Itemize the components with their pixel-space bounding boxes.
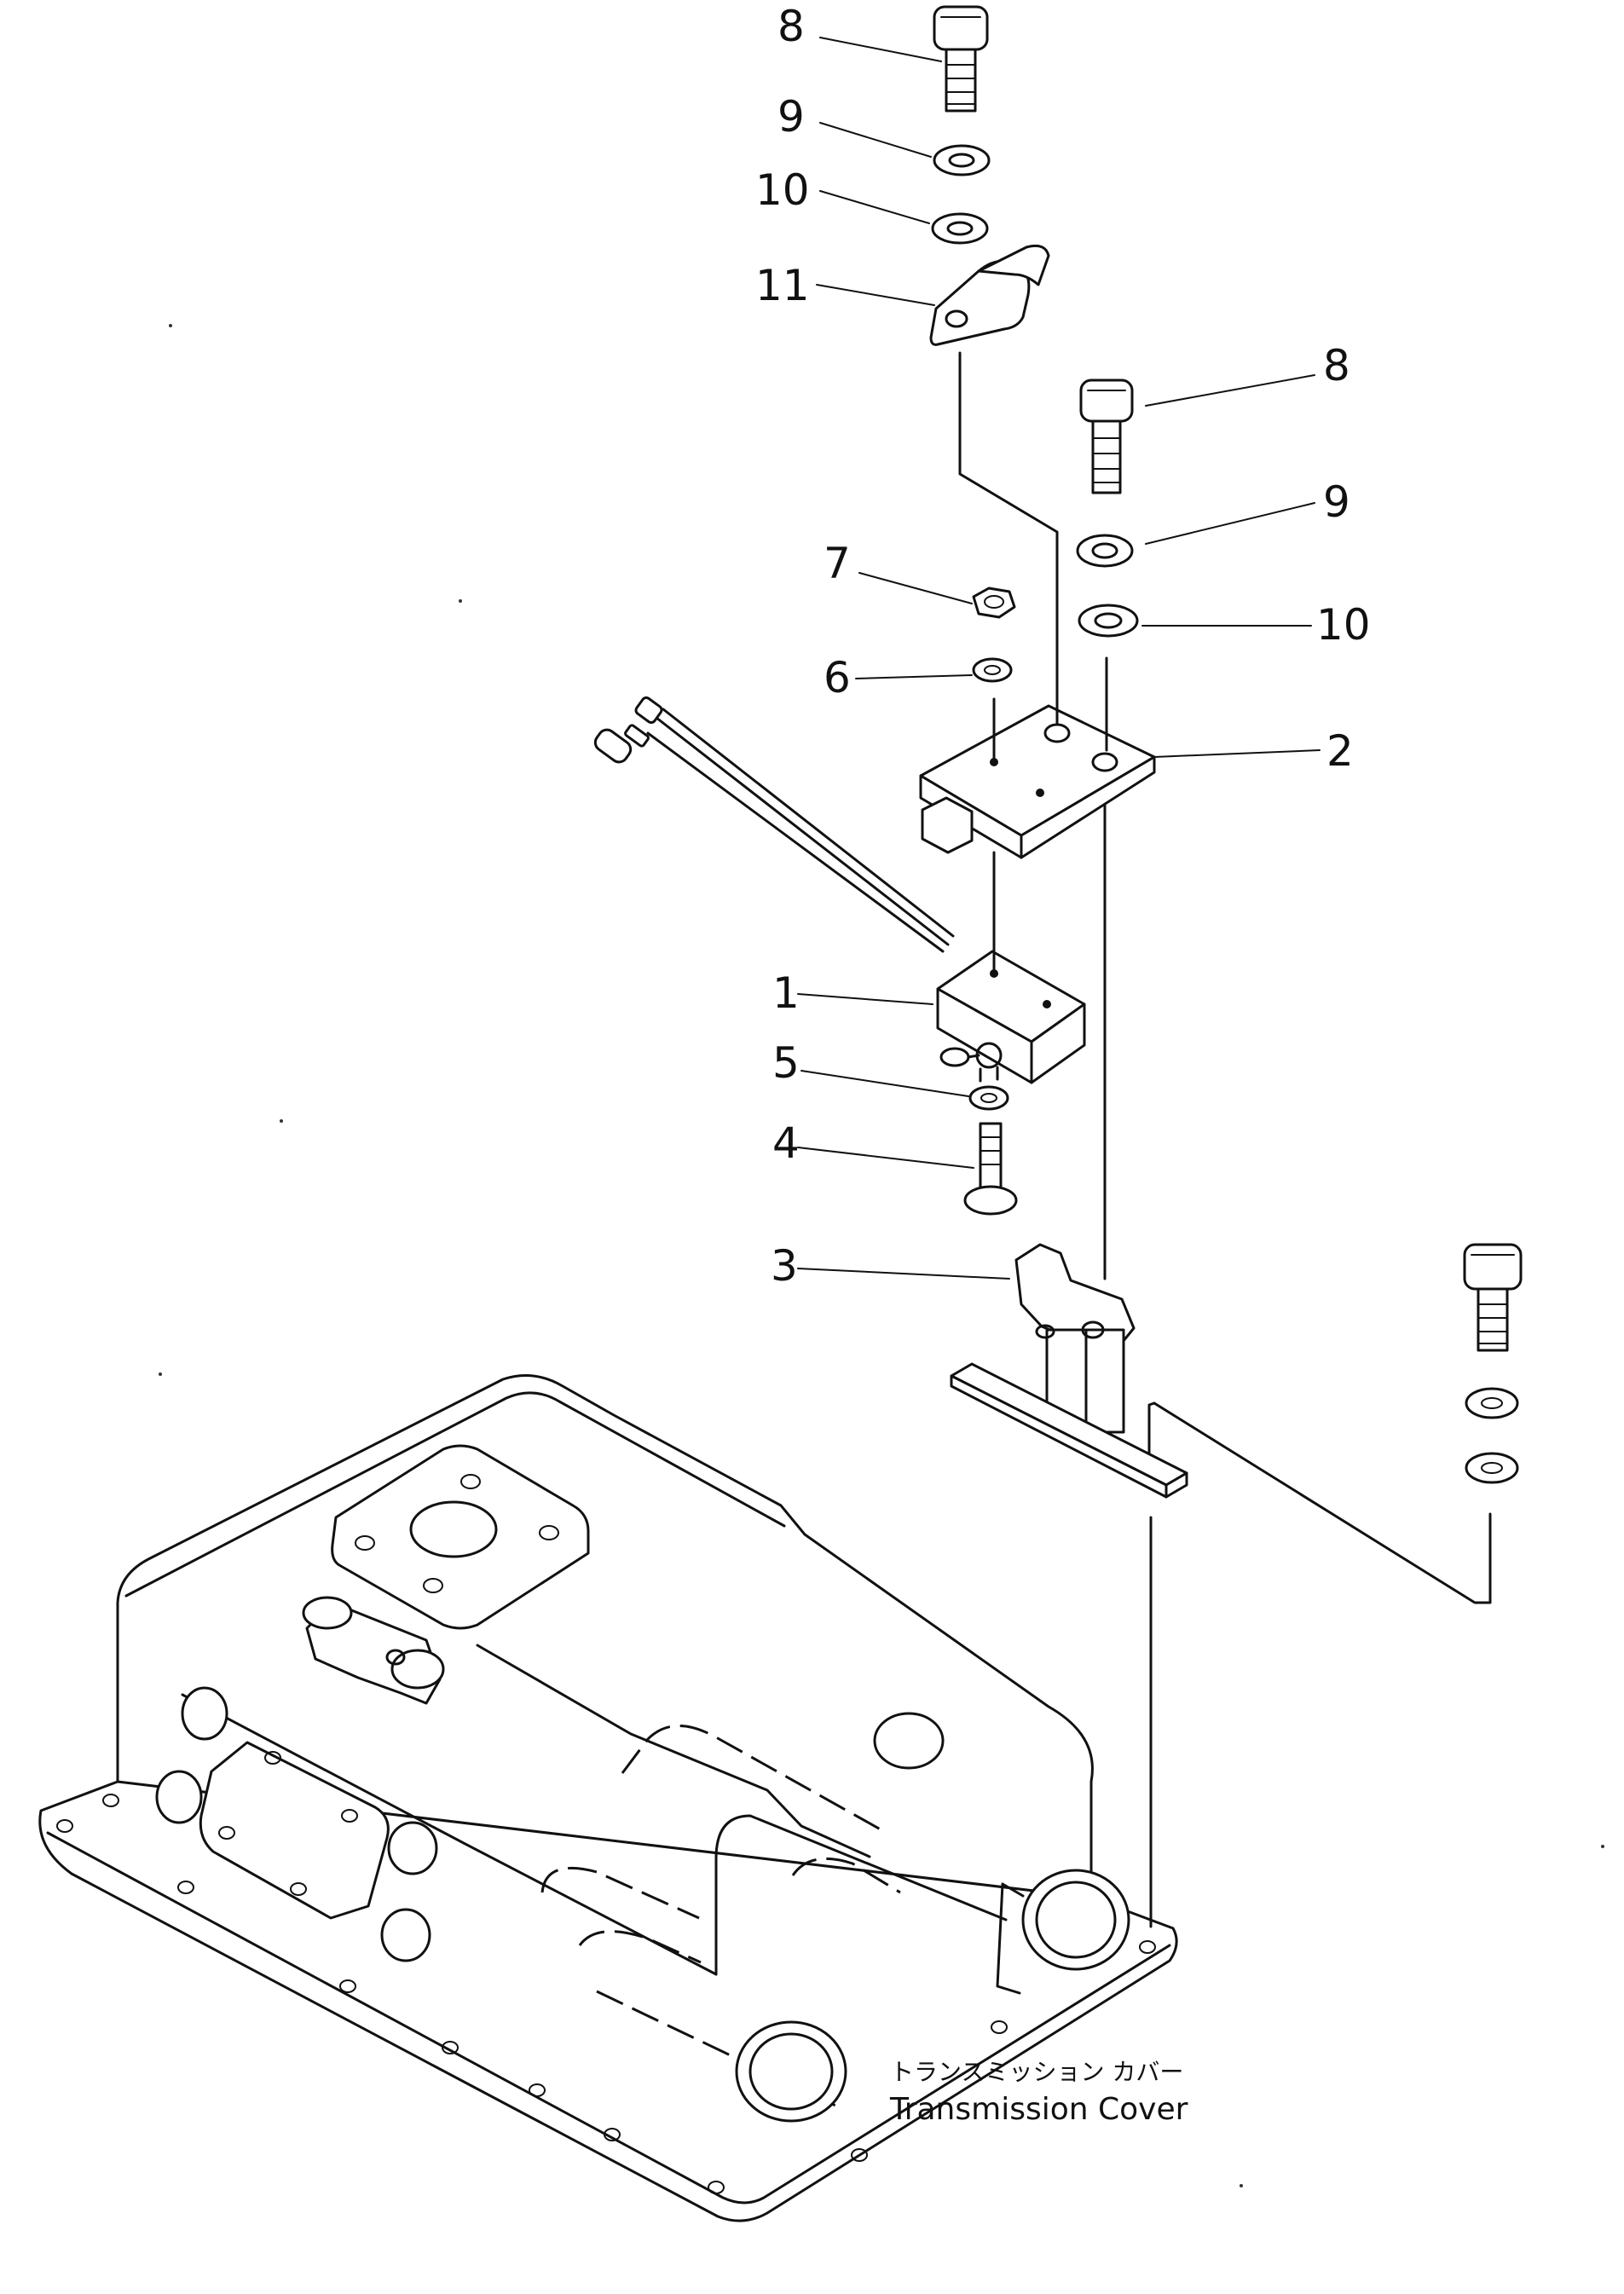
switch-cables bbox=[593, 696, 955, 953]
flat-washer-top bbox=[931, 212, 989, 245]
bolt-right bbox=[1079, 378, 1134, 494]
bracket-3 bbox=[950, 1243, 1188, 1499]
callout-10-right: 10 bbox=[1316, 600, 1371, 650]
spring-washer-right bbox=[1076, 534, 1134, 568]
assembly-lines bbox=[958, 351, 1492, 1928]
callout-8-top: 8 bbox=[777, 2, 805, 51]
nut-7 bbox=[972, 587, 1016, 619]
callout-4: 4 bbox=[772, 1118, 800, 1168]
callout-5: 5 bbox=[772, 1038, 800, 1088]
caption-english: Transmission Cover bbox=[889, 2092, 1188, 2127]
spring-washer-top bbox=[933, 144, 991, 176]
callout-numbers: 8 9 10 11 8 9 10 7 6 2 1 5 4 3 bbox=[755, 2, 1371, 1291]
callout-7: 7 bbox=[824, 539, 851, 588]
callout-11: 11 bbox=[755, 261, 810, 310]
flat-washer-right bbox=[1078, 604, 1139, 638]
flat-washer-side bbox=[1465, 1452, 1519, 1484]
callout-2: 2 bbox=[1326, 726, 1354, 776]
callout-8-right: 8 bbox=[1323, 341, 1350, 390]
clip-11 bbox=[929, 244, 1050, 346]
screw-4 bbox=[963, 1122, 1018, 1216]
bolt-side bbox=[1463, 1243, 1523, 1352]
scan-specks bbox=[159, 324, 1604, 2187]
callout-10-top: 10 bbox=[755, 165, 810, 215]
callout-6: 6 bbox=[824, 653, 851, 702]
washer-5 bbox=[968, 1085, 1009, 1111]
bracket-plate-2 bbox=[919, 704, 1156, 859]
bolt-top bbox=[933, 5, 989, 113]
washer-6 bbox=[972, 657, 1013, 683]
spring-washer-side bbox=[1465, 1387, 1519, 1419]
leader-lines bbox=[797, 37, 1321, 1280]
callout-9-top: 9 bbox=[777, 92, 805, 142]
limit-switch-1 bbox=[936, 950, 1086, 1084]
callout-3: 3 bbox=[771, 1241, 798, 1291]
callout-9-right: 9 bbox=[1323, 477, 1350, 527]
callout-1: 1 bbox=[772, 968, 800, 1018]
transmission-cover bbox=[38, 1374, 1178, 2222]
caption-japanese: トランスミッション カバー bbox=[890, 2058, 1183, 2086]
